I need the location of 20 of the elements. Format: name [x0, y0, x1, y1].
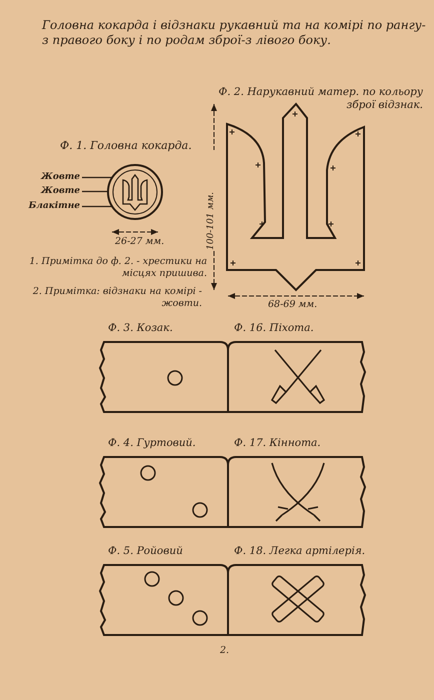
figure-caption: Ф. 18. Легка артілерія.: [233, 545, 366, 558]
colour-label: Жовте: [40, 186, 80, 197]
dimension-label: 68-69 мм.: [268, 299, 318, 311]
figure-caption: Ф. 5. Ройовий: [107, 545, 184, 558]
note: 2. Примітка: відзнаки на комірі - жовти.: [32, 286, 202, 310]
figure-caption: Ф. 3. Козак.: [107, 322, 174, 335]
title: Головна кокарда і відзнаки рукавний та на комірі по рангу-з правого боку і по родам зброї-з лівого боку.: [42, 18, 427, 48]
colour-label: Блакітне: [24, 201, 80, 212]
figure-caption: Ф. 2. Нарукавний матер. по кольору зброї відзнак.: [218, 86, 423, 112]
figure-caption: Ф. 4. Гуртовий.: [107, 437, 197, 450]
leader-line: [82, 206, 112, 208]
note: 1. Примітка до ф. 2. - хрестики на місцях пришива.: [28, 256, 207, 280]
figure-caption: Ф. 16. Піхота.: [233, 322, 315, 335]
leader-line: [82, 190, 108, 192]
figure-caption: Ф. 1. Головна кокарда.: [60, 140, 193, 152]
page-number: 2.: [220, 645, 230, 657]
colour-label: Жовте: [40, 172, 80, 183]
leader-line: [82, 176, 112, 178]
figure-caption: Ф. 17. Кіннота.: [233, 437, 322, 450]
dimension-label: 26-27 мм.: [115, 236, 166, 248]
